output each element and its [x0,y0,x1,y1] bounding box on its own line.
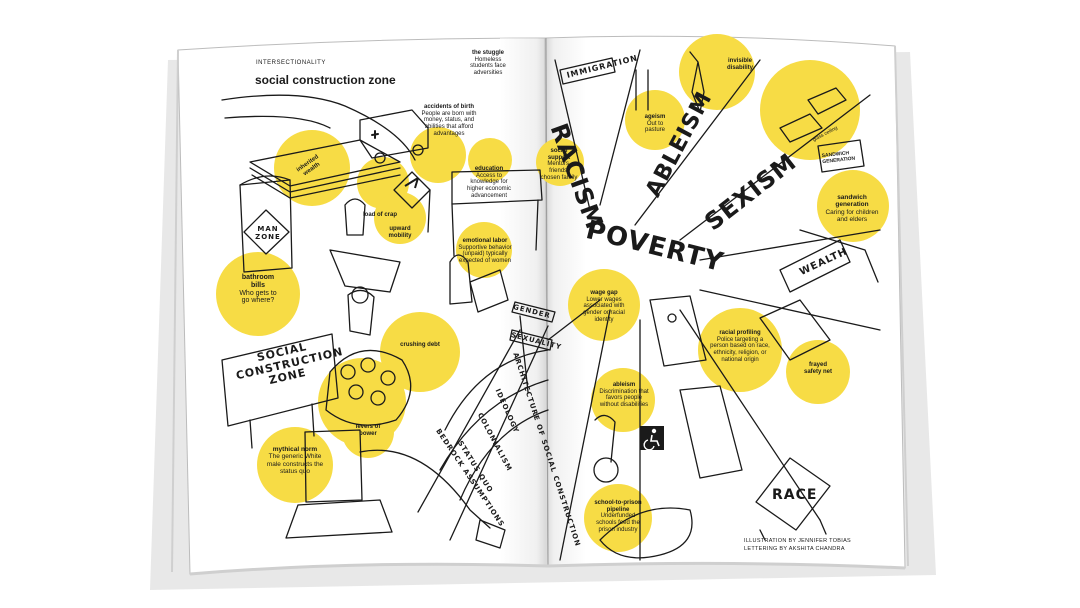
caption-frayed-safety-net: frayed safety net [803,362,832,375]
left-line-art [221,94,556,549]
caption-upward-mobility: upward mobility [388,226,412,239]
illustration-credit: ILLUSTRATION BY JENNIFER TOBIAS [744,538,851,544]
caption-crushing-debt: crushing debt [400,342,440,348]
section-label: INTERSECTIONALITY [256,60,326,66]
page-title: social construction zone [255,73,396,87]
right-line-art [547,49,881,561]
caption-levers-of-power: levers of power [355,424,381,437]
man-zone-sign: MAN ZONE [255,225,281,241]
race-sign: RACE [772,487,818,503]
upward-arrow-sign-icon [404,177,419,189]
caption-invisible-disability: invisible disability [726,58,753,71]
highlight-blobs [216,34,889,552]
lettering-credit: LETTERING BY AKSHITA CHANDRA [744,546,845,552]
caption-load-of-crap: load of crap [362,212,397,218]
accessibility-wheelchair-icon [640,426,664,451]
